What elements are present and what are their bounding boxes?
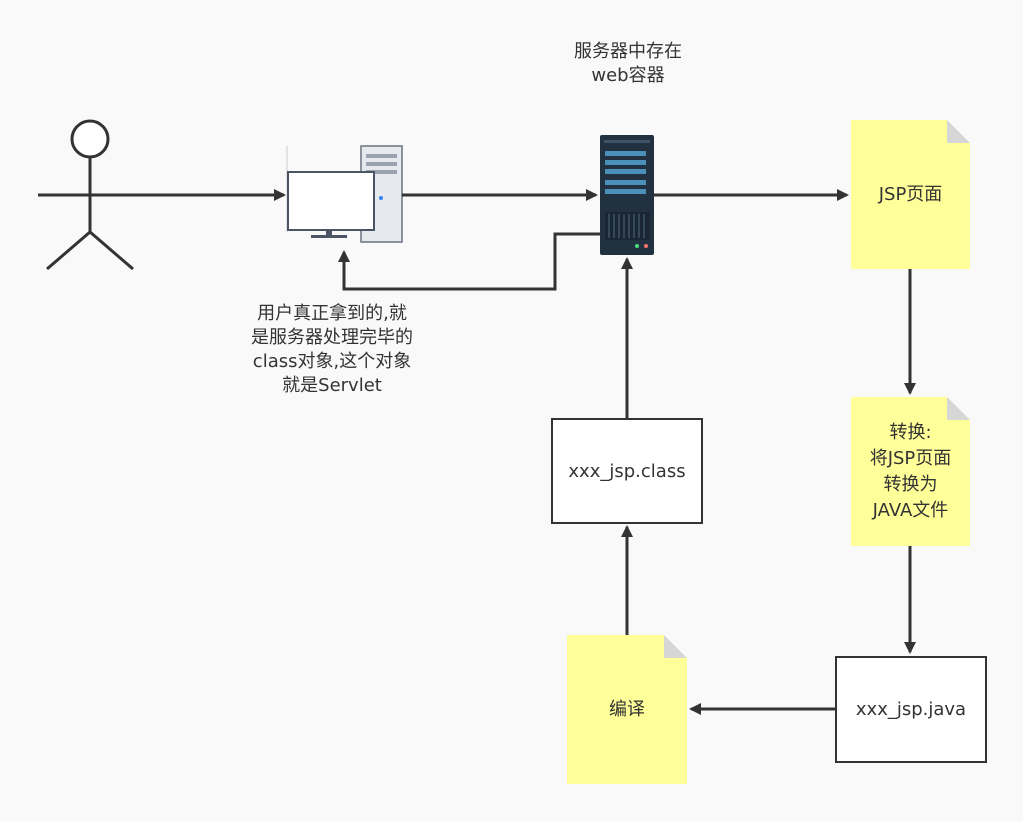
server-caption-line2: web容器 <box>591 65 665 86</box>
server-caption-line1: 服务器中存在 <box>574 41 682 62</box>
java-file-label: xxx_jsp.java <box>855 699 967 720</box>
convert-label-line1: 转换: <box>889 421 932 443</box>
note-compile <box>567 635 687 784</box>
desktop-computer-icon <box>286 145 403 243</box>
jsp-page-label: JSP页面 <box>878 183 943 205</box>
note-jsp-page <box>851 120 970 269</box>
convert-label-line3: 转换为 <box>883 473 938 495</box>
convert-label-line4: JAVA文件 <box>872 499 949 521</box>
return-caption-line4: 就是Servlet <box>282 375 382 396</box>
return-caption: 用户真正拿到的,就 是服务器处理完毕的 class对象,这个对象 就是Servl… <box>226 302 438 398</box>
return-caption-line3: class对象,这个对象 <box>252 351 412 372</box>
rack-server-icon <box>600 135 654 255</box>
convert-label-line2: 将JSP页面 <box>869 447 952 469</box>
connectors <box>142 189 916 715</box>
return-caption-line1: 用户真正拿到的,就 <box>257 303 407 324</box>
return-caption-line2: 是服务器处理完毕的 <box>251 327 413 348</box>
convert-label: 转换: 将JSP页面 转换为 JAVA文件 <box>851 397 970 546</box>
arrow-server-back-to-client <box>338 232 600 291</box>
class-file-label: xxx_jsp.class <box>568 460 686 482</box>
java-file-box: xxx_jsp.java <box>835 656 987 763</box>
compile-label: 编译 <box>609 698 645 720</box>
server-caption: 服务器中存在 web容器 <box>548 40 708 88</box>
user-icon <box>38 119 142 271</box>
class-file-box: xxx_jsp.class <box>551 418 703 524</box>
note-convert <box>851 397 970 546</box>
